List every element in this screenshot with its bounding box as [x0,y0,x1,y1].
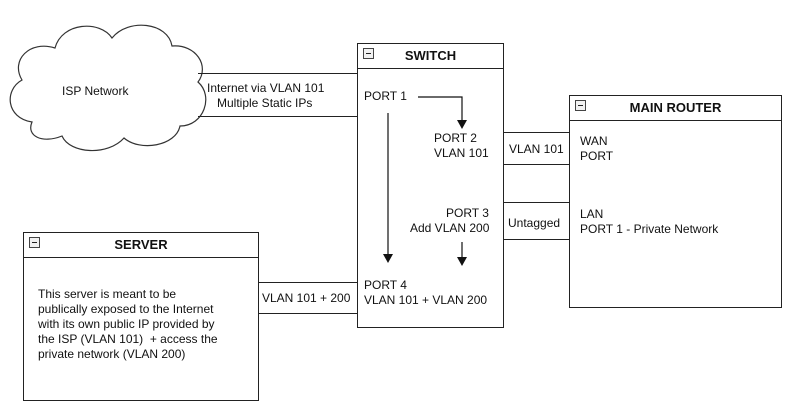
lan-link-bottom-line [504,239,569,240]
server-link-bottom-line [259,313,357,314]
switch-port4-vlan: VLAN 101 + VLAN 200 [364,293,488,307]
router-lan-label: LAN [580,207,604,221]
cloud-shape [9,24,207,152]
switch-port2-label: PORT 2 [434,131,477,145]
main-router-box: MAIN ROUTER [569,95,782,308]
uplink-label-line1: Internet via VLAN 101 [207,81,325,95]
collapse-icon[interactable] [575,100,586,111]
server-link-label: VLAN 101 + 200 [262,291,351,305]
port1-to-port2-arrow [418,96,463,122]
switch-port2-vlan: VLAN 101 [434,146,489,160]
wan-link-label: VLAN 101 [509,142,564,156]
server-desc-line-1: This server is meant to be [38,287,177,301]
router-title: MAIN ROUTER [629,100,722,115]
router-lan-port-label: PORT 1 - Private Network [580,222,719,236]
port1-to-port4-arrowhead [383,254,393,263]
port1-to-port2-arrowhead [457,120,467,129]
server-desc-line-4: the ISP (VLAN 101) + access the [38,332,218,346]
server-title: SERVER [114,237,168,252]
switch-port4-label: PORT 4 [364,278,407,292]
isp-network-label: ISP Network [62,84,129,98]
server-desc-line-3: with its own public IP provided by [38,317,215,331]
switch-header: SWITCH [358,44,503,69]
server-box: SERVER [23,232,259,401]
server-link-top-line [259,282,357,283]
switch-title: SWITCH [404,48,457,63]
switch-box: SWITCH [357,43,504,328]
switch-port1-label: PORT 1 [364,89,407,103]
uplink-label-line2: Multiple Static IPs [217,96,313,110]
port3-to-port4-arrowhead [457,257,467,266]
wan-link-top-line [504,132,569,133]
server-desc-line-2: publically exposed to the Internet [38,302,214,316]
lan-link-top-line [504,202,569,203]
wan-link-bottom-line [504,164,569,165]
collapse-icon[interactable] [363,48,374,59]
isp-uplink-top-line [198,73,357,74]
router-wan-label: WAN [580,134,608,148]
server-header: SERVER [24,233,258,258]
switch-port3-label: PORT 3 [446,206,489,220]
switch-port3-vlan: Add VLAN 200 [410,221,490,235]
lan-link-label: Untagged [508,216,561,230]
collapse-icon[interactable] [29,237,40,248]
router-header: MAIN ROUTER [570,96,781,121]
isp-uplink-bottom-line [198,116,357,117]
server-desc-line-5: private network (VLAN 200) [38,347,186,361]
router-wan-port-label: PORT [580,149,614,163]
